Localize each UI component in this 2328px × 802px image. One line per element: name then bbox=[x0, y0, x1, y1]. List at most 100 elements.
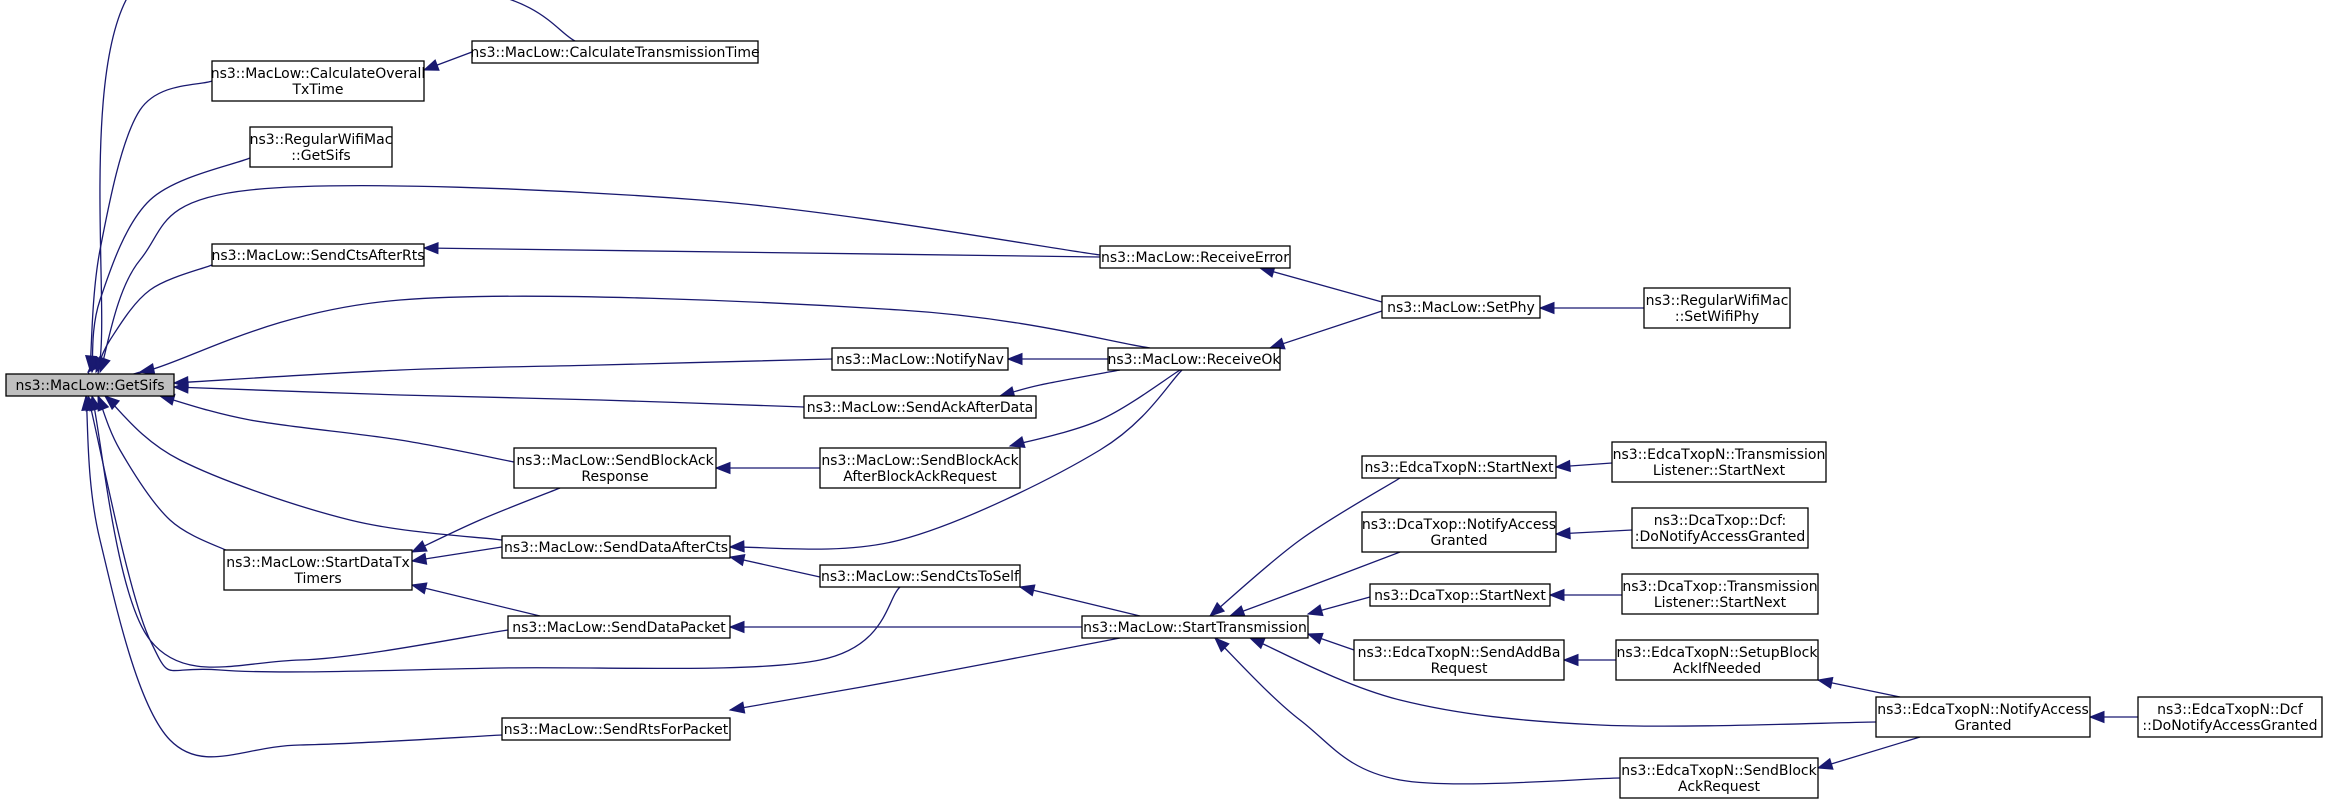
node-send-ack-after-data[interactable]: ns3::MacLow::SendAckAfterData bbox=[803, 395, 1037, 419]
node-edca-dcf-notify[interactable]: ns3::EdcaTxopN::Dcf::DoNotifyAccessGrant… bbox=[2137, 696, 2323, 738]
node-label: AfterBlockAckRequest bbox=[843, 469, 997, 485]
edge-notify_nav bbox=[172, 358, 833, 389]
edges bbox=[81, 0, 2138, 785]
edge-set_phy bbox=[1268, 310, 1383, 350]
node-label: ns3::DcaTxop::NotifyAccess bbox=[1362, 517, 1556, 533]
edge-receive_ok bbox=[998, 369, 1121, 399]
node-label: ::GetSifs bbox=[291, 148, 350, 164]
node-label: ns3::EdcaTxopN::Transmission bbox=[1613, 447, 1826, 463]
node-label: AckRequest bbox=[1678, 779, 1761, 795]
node-label: Request bbox=[1431, 661, 1488, 677]
node-label: ns3::MacLow::ReceiveError bbox=[1101, 250, 1289, 266]
edge-receive_ok bbox=[1006, 352, 1108, 366]
edge-receive_ok bbox=[1008, 369, 1181, 448]
node-label: Granted bbox=[1954, 718, 2011, 734]
edge-dca_dcf_notify bbox=[1554, 527, 1633, 540]
edge-edca_setup_block bbox=[1562, 653, 1616, 667]
edge-send_data_packet bbox=[410, 582, 541, 617]
edge-edca_notify_access bbox=[1816, 736, 1921, 770]
edge-edca_send_block_ack_req bbox=[1214, 637, 1621, 785]
node-label: ::SetWifiPhy bbox=[1675, 309, 1759, 325]
node-start-transmission[interactable]: ns3::MacLow::StartTransmission bbox=[1081, 615, 1309, 639]
edge-start_transmission bbox=[1018, 584, 1141, 617]
node-dca-start-next[interactable]: ns3::DcaTxop::StartNext bbox=[1369, 583, 1551, 607]
node-label: ns3::MacLow::SendDataAfterCts bbox=[504, 540, 728, 556]
node-dca-notify-access[interactable]: ns3::DcaTxop::NotifyAccessGranted bbox=[1361, 511, 1557, 553]
node-dca-dcf-notify[interactable]: ns3::DcaTxop::Dcf::DoNotifyAccessGranted bbox=[1631, 507, 1809, 549]
node-label: ns3::MacLow::SendAckAfterData bbox=[807, 400, 1034, 416]
node-label: ns3::MacLow::NotifyNav bbox=[836, 352, 1004, 368]
node-label: ns3::MacLow::GetSifs bbox=[15, 378, 164, 394]
node-send-rts-for-packet[interactable]: ns3::MacLow::SendRtsForPacket bbox=[501, 717, 731, 741]
edge-send_cts_to_self bbox=[728, 554, 821, 578]
node-edca-start-next[interactable]: ns3::EdcaTxopN::StartNext bbox=[1361, 455, 1557, 479]
node-label: ns3::MacLow::SendCtsAfterRts bbox=[211, 248, 424, 264]
node-label: ns3::MacLow::CalculateTransmissionTime bbox=[470, 45, 759, 61]
edge-regular_setwifiphy bbox=[1538, 301, 1644, 315]
node-label: ns3::EdcaTxopN::SendBlock bbox=[1621, 763, 1817, 779]
node-label: ns3::RegularWifiMac bbox=[250, 132, 393, 148]
node-label: Timers bbox=[293, 571, 341, 587]
node-label: ns3::MacLow::SendCtsToSelf bbox=[821, 569, 1020, 585]
node-notify-nav[interactable]: ns3::MacLow::NotifyNav bbox=[831, 347, 1009, 371]
edge-receive_ok bbox=[127, 295, 1151, 377]
node-get-sifs[interactable]: ns3::MacLow::GetSifs bbox=[5, 373, 175, 397]
node-label: ns3::MacLow::SendRtsForPacket bbox=[504, 722, 729, 738]
node-label: ns3::EdcaTxopN::SendAddBa bbox=[1358, 645, 1561, 661]
node-receive-error[interactable]: ns3::MacLow::ReceiveError bbox=[1099, 245, 1291, 269]
edge-send_cts_to_self bbox=[85, 394, 901, 673]
edge-edca_tl_start_next bbox=[1554, 459, 1613, 473]
node-send-data-after-cts[interactable]: ns3::MacLow::SendDataAfterCts bbox=[501, 535, 731, 559]
edge-calc_overall bbox=[84, 80, 213, 372]
edge-send_data_after_cts bbox=[103, 395, 503, 541]
node-send-block-ack-after-req[interactable]: ns3::MacLow::SendBlockAckAfterBlockAckRe… bbox=[819, 447, 1021, 489]
node-label: Listener::StartNext bbox=[1654, 595, 1787, 611]
node-regular-setwifiphy[interactable]: ns3::RegularWifiMac::SetWifiPhy bbox=[1643, 287, 1791, 329]
edge-start_transmission bbox=[728, 620, 1082, 634]
node-label: ns3::DcaTxop::Dcf: bbox=[1654, 513, 1786, 529]
node-label: ns3::MacLow::ReceiveOk bbox=[1107, 352, 1281, 368]
node-label: ns3::MacLow::SendBlockAck bbox=[821, 453, 1019, 469]
node-label: ns3::EdcaTxopN::Dcf bbox=[2157, 702, 2304, 718]
node-send-data-packet[interactable]: ns3::MacLow::SendDataPacket bbox=[507, 615, 731, 639]
node-label: Granted bbox=[1430, 533, 1487, 549]
node-label: ns3::DcaTxop::Transmission bbox=[1622, 579, 1817, 595]
edge-receive_error bbox=[422, 241, 1101, 258]
node-label: Response bbox=[581, 469, 648, 485]
node-label: ns3::EdcaTxopN::SetupBlock bbox=[1617, 645, 1819, 661]
node-regular-getsifs[interactable]: ns3::RegularWifiMac::GetSifs bbox=[249, 126, 393, 168]
node-label: ::DoNotifyAccessGranted bbox=[2142, 718, 2317, 734]
edge-dca_tl_start_next bbox=[1548, 588, 1622, 602]
node-label: ns3::RegularWifiMac bbox=[1646, 293, 1789, 309]
node-send-cts-after-rts[interactable]: ns3::MacLow::SendCtsAfterRts bbox=[211, 243, 425, 267]
node-edca-tl-start-next[interactable]: ns3::EdcaTxopN::TransmissionListener::St… bbox=[1611, 441, 1827, 483]
edge-edca_start_next bbox=[1208, 477, 1401, 617]
node-edca-notify-access[interactable]: ns3::EdcaTxopN::NotifyAccessGranted bbox=[1875, 696, 2091, 738]
nodes: ns3::MacLow::GetSifs ns3::MacLow::Calcula… bbox=[5, 40, 2323, 799]
node-label: Listener::StartNext bbox=[1653, 463, 1786, 479]
node-label: ns3::DcaTxop::StartNext bbox=[1374, 588, 1546, 604]
node-calc-trans[interactable]: ns3::MacLow::CalculateTransmissionTime bbox=[470, 40, 760, 64]
node-dca-tl-start-next[interactable]: ns3::DcaTxop::TransmissionListener::Star… bbox=[1621, 573, 1819, 615]
node-send-cts-to-self[interactable]: ns3::MacLow::SendCtsToSelf bbox=[819, 564, 1021, 588]
edge-send_data_after_cts bbox=[410, 546, 503, 565]
edge-send_data_packet bbox=[89, 394, 509, 668]
edge-calc_trans bbox=[422, 51, 473, 71]
node-label: ns3::EdcaTxopN::NotifyAccess bbox=[1877, 702, 2089, 718]
edge-start_data_tx_timers bbox=[97, 394, 231, 553]
edge-send_ack_after_data bbox=[172, 381, 805, 408]
edge-send_block_ack_after_req bbox=[714, 461, 820, 475]
node-receive-ok[interactable]: ns3::MacLow::ReceiveOk bbox=[1107, 347, 1281, 371]
edge-receive_error bbox=[99, 185, 1101, 374]
node-set-phy[interactable]: ns3::MacLow::SetPhy bbox=[1381, 295, 1541, 319]
node-label: ns3::MacLow::StartTransmission bbox=[1083, 620, 1307, 636]
edge-dca_start_next bbox=[1306, 596, 1371, 617]
edge-edca_send_addba bbox=[1306, 632, 1355, 651]
node-label: ns3::MacLow::SendDataPacket bbox=[512, 620, 726, 636]
